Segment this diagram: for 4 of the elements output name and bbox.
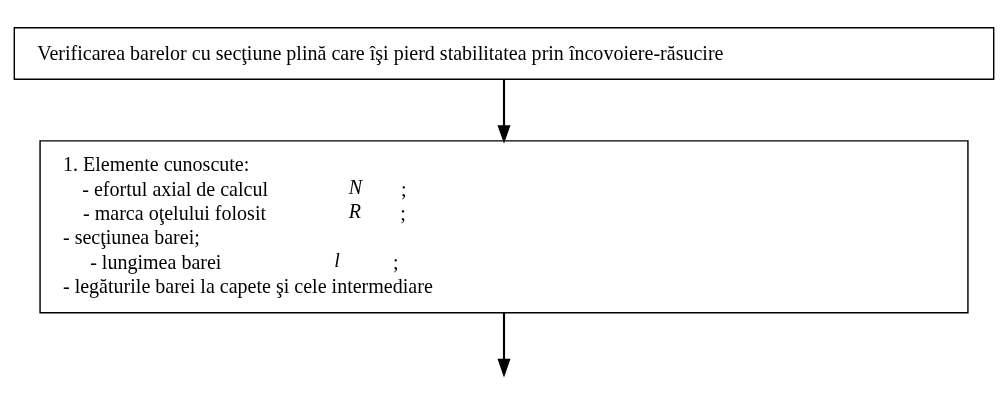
node-box: 1. Elemente cunoscute: - efortul axial de calcul N; - marca oţelului folosit R; - secţiunea barei; - lungimea barei l; - legăturile barei la capete şi cele intermediare: [39, 140, 969, 314]
arrow: [497, 79, 511, 144]
arrow: [497, 312, 511, 378]
node-box: Verificarea barelor cu secţiune plină care îşi pierd stabilitatea prin încovoiere-răsucire: [13, 27, 995, 80]
